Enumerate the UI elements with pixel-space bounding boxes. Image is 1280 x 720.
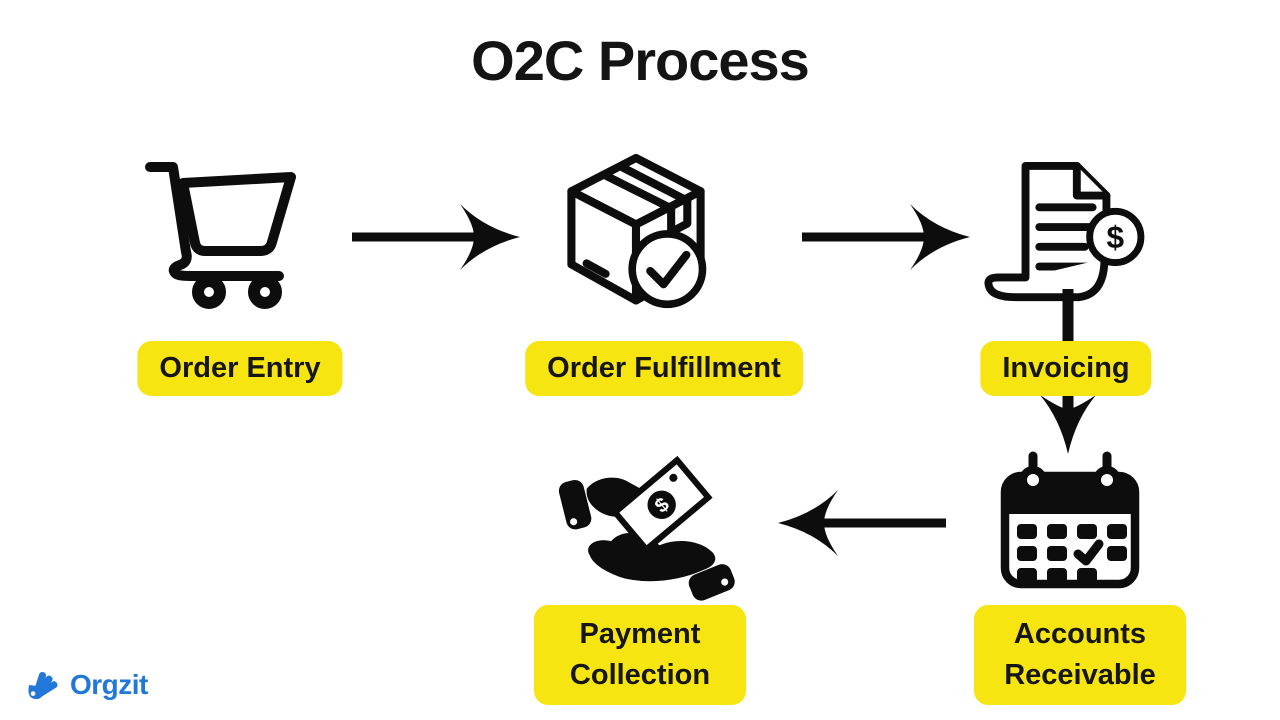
page-title: O2C Process xyxy=(471,29,810,92)
shopping-cart-icon xyxy=(138,150,303,315)
invoice-dollar-icon: $ xyxy=(980,160,1148,308)
package-check-icon xyxy=(560,150,712,317)
arrow-right-icon-1 xyxy=(350,202,522,272)
orgzit-logo-icon xyxy=(26,668,62,702)
hand-receiving-cash-icon: $ xyxy=(558,440,736,602)
step-label-order-entry: Order Entry xyxy=(137,341,343,396)
calendar-check-icon xyxy=(1000,450,1140,590)
step-label-payment-collection: Payment Collection xyxy=(534,605,746,705)
step-label-accounts-receivable: Accounts Receivable xyxy=(974,605,1186,705)
arrow-right-icon-2 xyxy=(800,202,972,272)
svg-text:$: $ xyxy=(1107,219,1125,255)
arrow-left-icon xyxy=(776,488,948,558)
step-label-invoicing: Invoicing xyxy=(980,341,1152,396)
orgzit-logo-text: Orgzit xyxy=(70,669,148,700)
orgzit-logo: Orgzit xyxy=(26,668,148,702)
step-label-order-fulfillment: Order Fulfillment xyxy=(525,341,803,396)
